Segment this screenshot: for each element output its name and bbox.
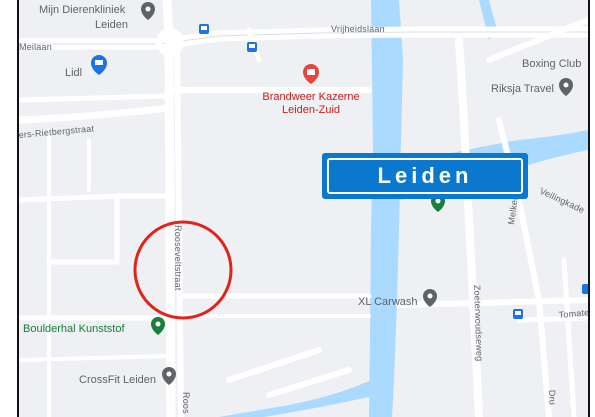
xl-carwash-pin-icon[interactable] <box>423 289 437 307</box>
poi-mijn-dierenkliniek[interactable]: Mijn Dierenkliniek <box>39 4 126 16</box>
riksja-pin-icon[interactable] <box>559 78 573 96</box>
dierenkliniek-pin-icon[interactable] <box>141 2 155 20</box>
poi-crossfit[interactable]: CrossFit Leiden <box>79 374 156 386</box>
poi-riksja-travel[interactable]: Riksja Travel <box>491 83 554 95</box>
lidl-cart-icon[interactable] <box>91 55 107 75</box>
street-zoeterwoudseweg: Zoeterwoudseweg <box>472 285 485 362</box>
red-annotation-circle <box>133 220 233 320</box>
screenshot-frame: Mijn Dierenkliniek Leiden Lidl Brandweer… <box>17 0 590 417</box>
roundabout <box>156 28 184 56</box>
bus-stop-icon[interactable] <box>247 42 257 52</box>
poi-brandweer[interactable]: Brandweer Kazerne <box>262 91 359 103</box>
bus-stop-icon[interactable] <box>199 24 209 34</box>
poi-boxing-club[interactable]: Boxing Club <box>522 58 581 70</box>
poi-boulderhal[interactable]: Boulderhal Kunststof <box>23 323 125 335</box>
poi-mijn-dierenkliniek-city[interactable]: Leiden <box>95 19 128 31</box>
street-rietbergstraat: ers-Rietbergstraat <box>19 123 95 140</box>
canal-bend-bottom <box>219 380 371 417</box>
city-sign-border: Leiden <box>327 158 523 194</box>
canal <box>369 0 403 417</box>
brandweer-pin-icon[interactable] <box>303 64 319 84</box>
street-rooseveltstraat: Rooseveltstraat <box>173 225 183 291</box>
poi-brandweer-sub[interactable]: Leiden-Zuid <box>282 104 340 116</box>
street-vrijheidslaan: Vrijheidslaan <box>331 24 385 34</box>
map-view[interactable]: Mijn Dierenkliniek Leiden Lidl Brandweer… <box>19 0 588 417</box>
crossfit-pin-icon[interactable] <box>162 367 176 385</box>
city-name-sign: Leiden <box>322 153 528 199</box>
street-tomate: Tomate <box>558 307 588 320</box>
street-dru: Dru <box>547 390 558 405</box>
poi-lidl[interactable]: Lidl <box>65 67 82 79</box>
bus-stop-icon[interactable] <box>582 284 588 294</box>
poi-xl-carwash[interactable]: XL Carwash <box>358 296 418 308</box>
street-roosevelt-bottom: Roos <box>181 392 191 414</box>
boulderhal-pin-icon[interactable] <box>151 317 165 335</box>
street-veilingkade: Veilingkade <box>538 186 586 215</box>
bus-stop-icon[interactable] <box>513 309 523 319</box>
street-meilaan: Meilaan <box>19 42 52 52</box>
map-canvas: Mijn Dierenkliniek Leiden Lidl Brandweer… <box>19 0 588 417</box>
city-name: Leiden <box>377 163 473 188</box>
